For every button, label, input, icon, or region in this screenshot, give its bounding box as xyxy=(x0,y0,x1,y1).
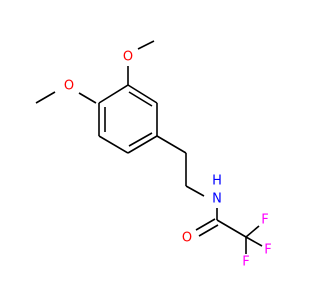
bond-ring-c1-c6 xyxy=(127,135,158,154)
bond-ring-c6-c5 xyxy=(98,135,129,154)
bond-ring-c3-c2 xyxy=(127,84,158,104)
atom-f-bottom: F xyxy=(242,255,249,270)
bond-c-cf3 xyxy=(216,219,247,238)
atom-o-carbonyl: O xyxy=(182,231,192,246)
bond-ring-c4-c3 xyxy=(98,84,129,104)
bond-methyl-top-o xyxy=(137,40,155,50)
atom-h-amide: H xyxy=(212,174,222,189)
bond-ch2-n xyxy=(185,185,205,197)
atom-o-methoxy-top: O xyxy=(123,50,133,65)
bond-cf3-f-right xyxy=(245,236,263,247)
bond-carbonyl-double-a xyxy=(195,218,216,231)
bond-carbonyl-double-b xyxy=(198,224,219,237)
molecule-structure: O O N H O F F F xyxy=(35,40,272,270)
atom-f-right: F xyxy=(264,243,271,258)
bond-methyl-left-o xyxy=(35,91,56,104)
atom-f-top: F xyxy=(261,213,268,228)
atom-o-methoxy-left: O xyxy=(64,79,74,94)
bonds xyxy=(35,40,263,254)
bond-cf3-f-top xyxy=(245,225,260,238)
bond-ring-c3-c2-inner xyxy=(128,91,153,107)
bond-ring-ch2 xyxy=(156,135,187,154)
atom-n-amide: N xyxy=(212,192,222,207)
bond-ring-c1-c6-inner xyxy=(128,132,153,147)
atom-labels: O O N H O F F F xyxy=(64,50,272,270)
bond-left-o-ring xyxy=(78,92,97,104)
